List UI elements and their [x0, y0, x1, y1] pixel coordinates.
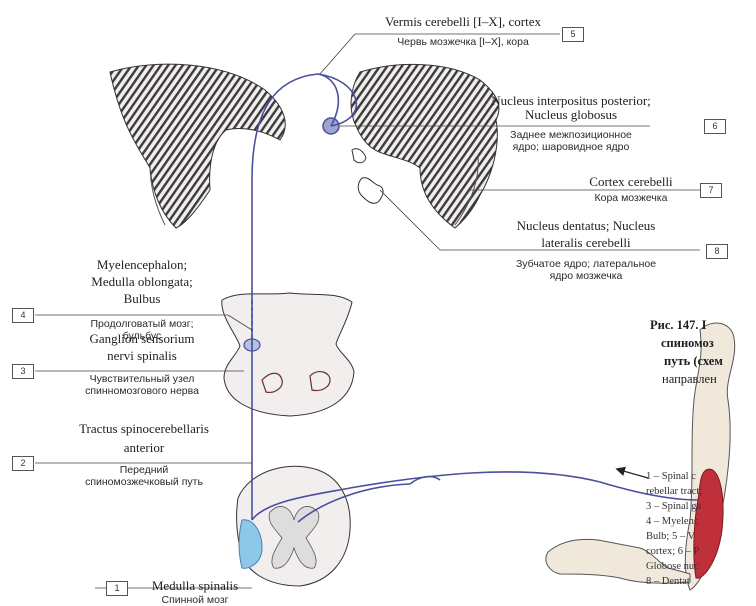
- label-ganglion-latin-2: nervi spinalis: [62, 348, 222, 363]
- label-dentate-latin-1: Nucleus dentatus; Nucleus: [486, 218, 686, 233]
- caption-line-3: путь (схем: [664, 354, 723, 369]
- label-spinal-ru: Спинной мозг: [130, 594, 260, 606]
- medulla-oblongata-section: [222, 293, 354, 416]
- label-number-1: 1: [106, 581, 128, 596]
- legend-line-5: Bulb; 5 – V: [646, 530, 695, 544]
- caption-line-4: направлен: [662, 372, 717, 387]
- label-medulla-latin-3: Bulbus: [62, 291, 222, 306]
- label-globose-latin-2: Nucleus globosus: [486, 107, 656, 122]
- legend-line-7: Globose nuc: [646, 560, 699, 574]
- label-medulla-latin-2: Medulla oblongata;: [62, 274, 222, 289]
- label-cortex-ru: Кора мозжечка: [566, 192, 696, 204]
- direction-arrow: [620, 470, 648, 478]
- left-cerebellar-hemisphere: [110, 64, 285, 228]
- label-medulla-latin-1: Myelencephalon;: [62, 257, 222, 272]
- legend-line-8: 8 – Dentat: [646, 575, 690, 589]
- dentate-nucleus: [352, 149, 383, 204]
- label-dentate-ru-1: Зубчатое ядро; латеральное: [486, 258, 686, 270]
- legend-line-1: 1 – Spinal c: [646, 470, 696, 484]
- label-ganglion-ru-2: спинномозгового нерва: [62, 385, 222, 397]
- label-vermis-latin: Vermis cerebelli [I–X], cortex: [368, 14, 558, 29]
- label-ganglion-latin-1: Ganglion sensorium: [62, 331, 222, 346]
- label-number-4: 4: [12, 308, 34, 323]
- legend-line-6: cortex; 6 – P: [646, 545, 699, 559]
- label-vermis-ru: Червь мозжечка [I–X], кора: [368, 36, 558, 48]
- label-tract-ru-1: Передний: [56, 464, 232, 476]
- legend-line-4: 4 – Myelenc: [646, 515, 699, 529]
- label-tract-latin-1: Tractus spinocerebellaris: [56, 421, 232, 436]
- label-number-7: 7: [700, 183, 722, 198]
- label-tract-ru-2: спиномозжечковый путь: [56, 476, 232, 488]
- label-globose-ru-1: Заднее межпозиционное: [486, 129, 656, 141]
- label-medulla-ru-1: Продолговатый мозг;: [62, 318, 222, 330]
- caption-line-2: спиномоз: [661, 336, 714, 351]
- label-number-5: 5: [562, 27, 584, 42]
- label-globose-ru-2: ядро; шаровидное ядро: [486, 141, 656, 153]
- label-cortex-latin: Cortex cerebelli: [566, 174, 696, 189]
- label-number-6: 6: [704, 119, 726, 134]
- label-tract-latin-2: anterior: [56, 440, 232, 455]
- label-spinal-latin: Medulla spinalis: [130, 578, 260, 593]
- legend-line-3: 3 – Spinal ga: [646, 500, 701, 514]
- label-dentate-latin-2: lateralis cerebelli: [486, 235, 686, 250]
- legend-line-2: rebellar tract;: [646, 485, 702, 499]
- label-dentate-ru-2: ядро мозжечка: [486, 270, 686, 282]
- label-number-3: 3: [12, 364, 34, 379]
- spinal-cord-section: [237, 466, 351, 586]
- label-number-8: 8: [706, 244, 728, 259]
- label-globose-latin-1: Nucleus interpositus posterior;: [486, 93, 656, 108]
- caption-line-1: Рис. 147. I: [650, 318, 707, 333]
- label-ganglion-ru-1: Чувствительный узел: [62, 373, 222, 385]
- label-number-2: 2: [12, 456, 34, 471]
